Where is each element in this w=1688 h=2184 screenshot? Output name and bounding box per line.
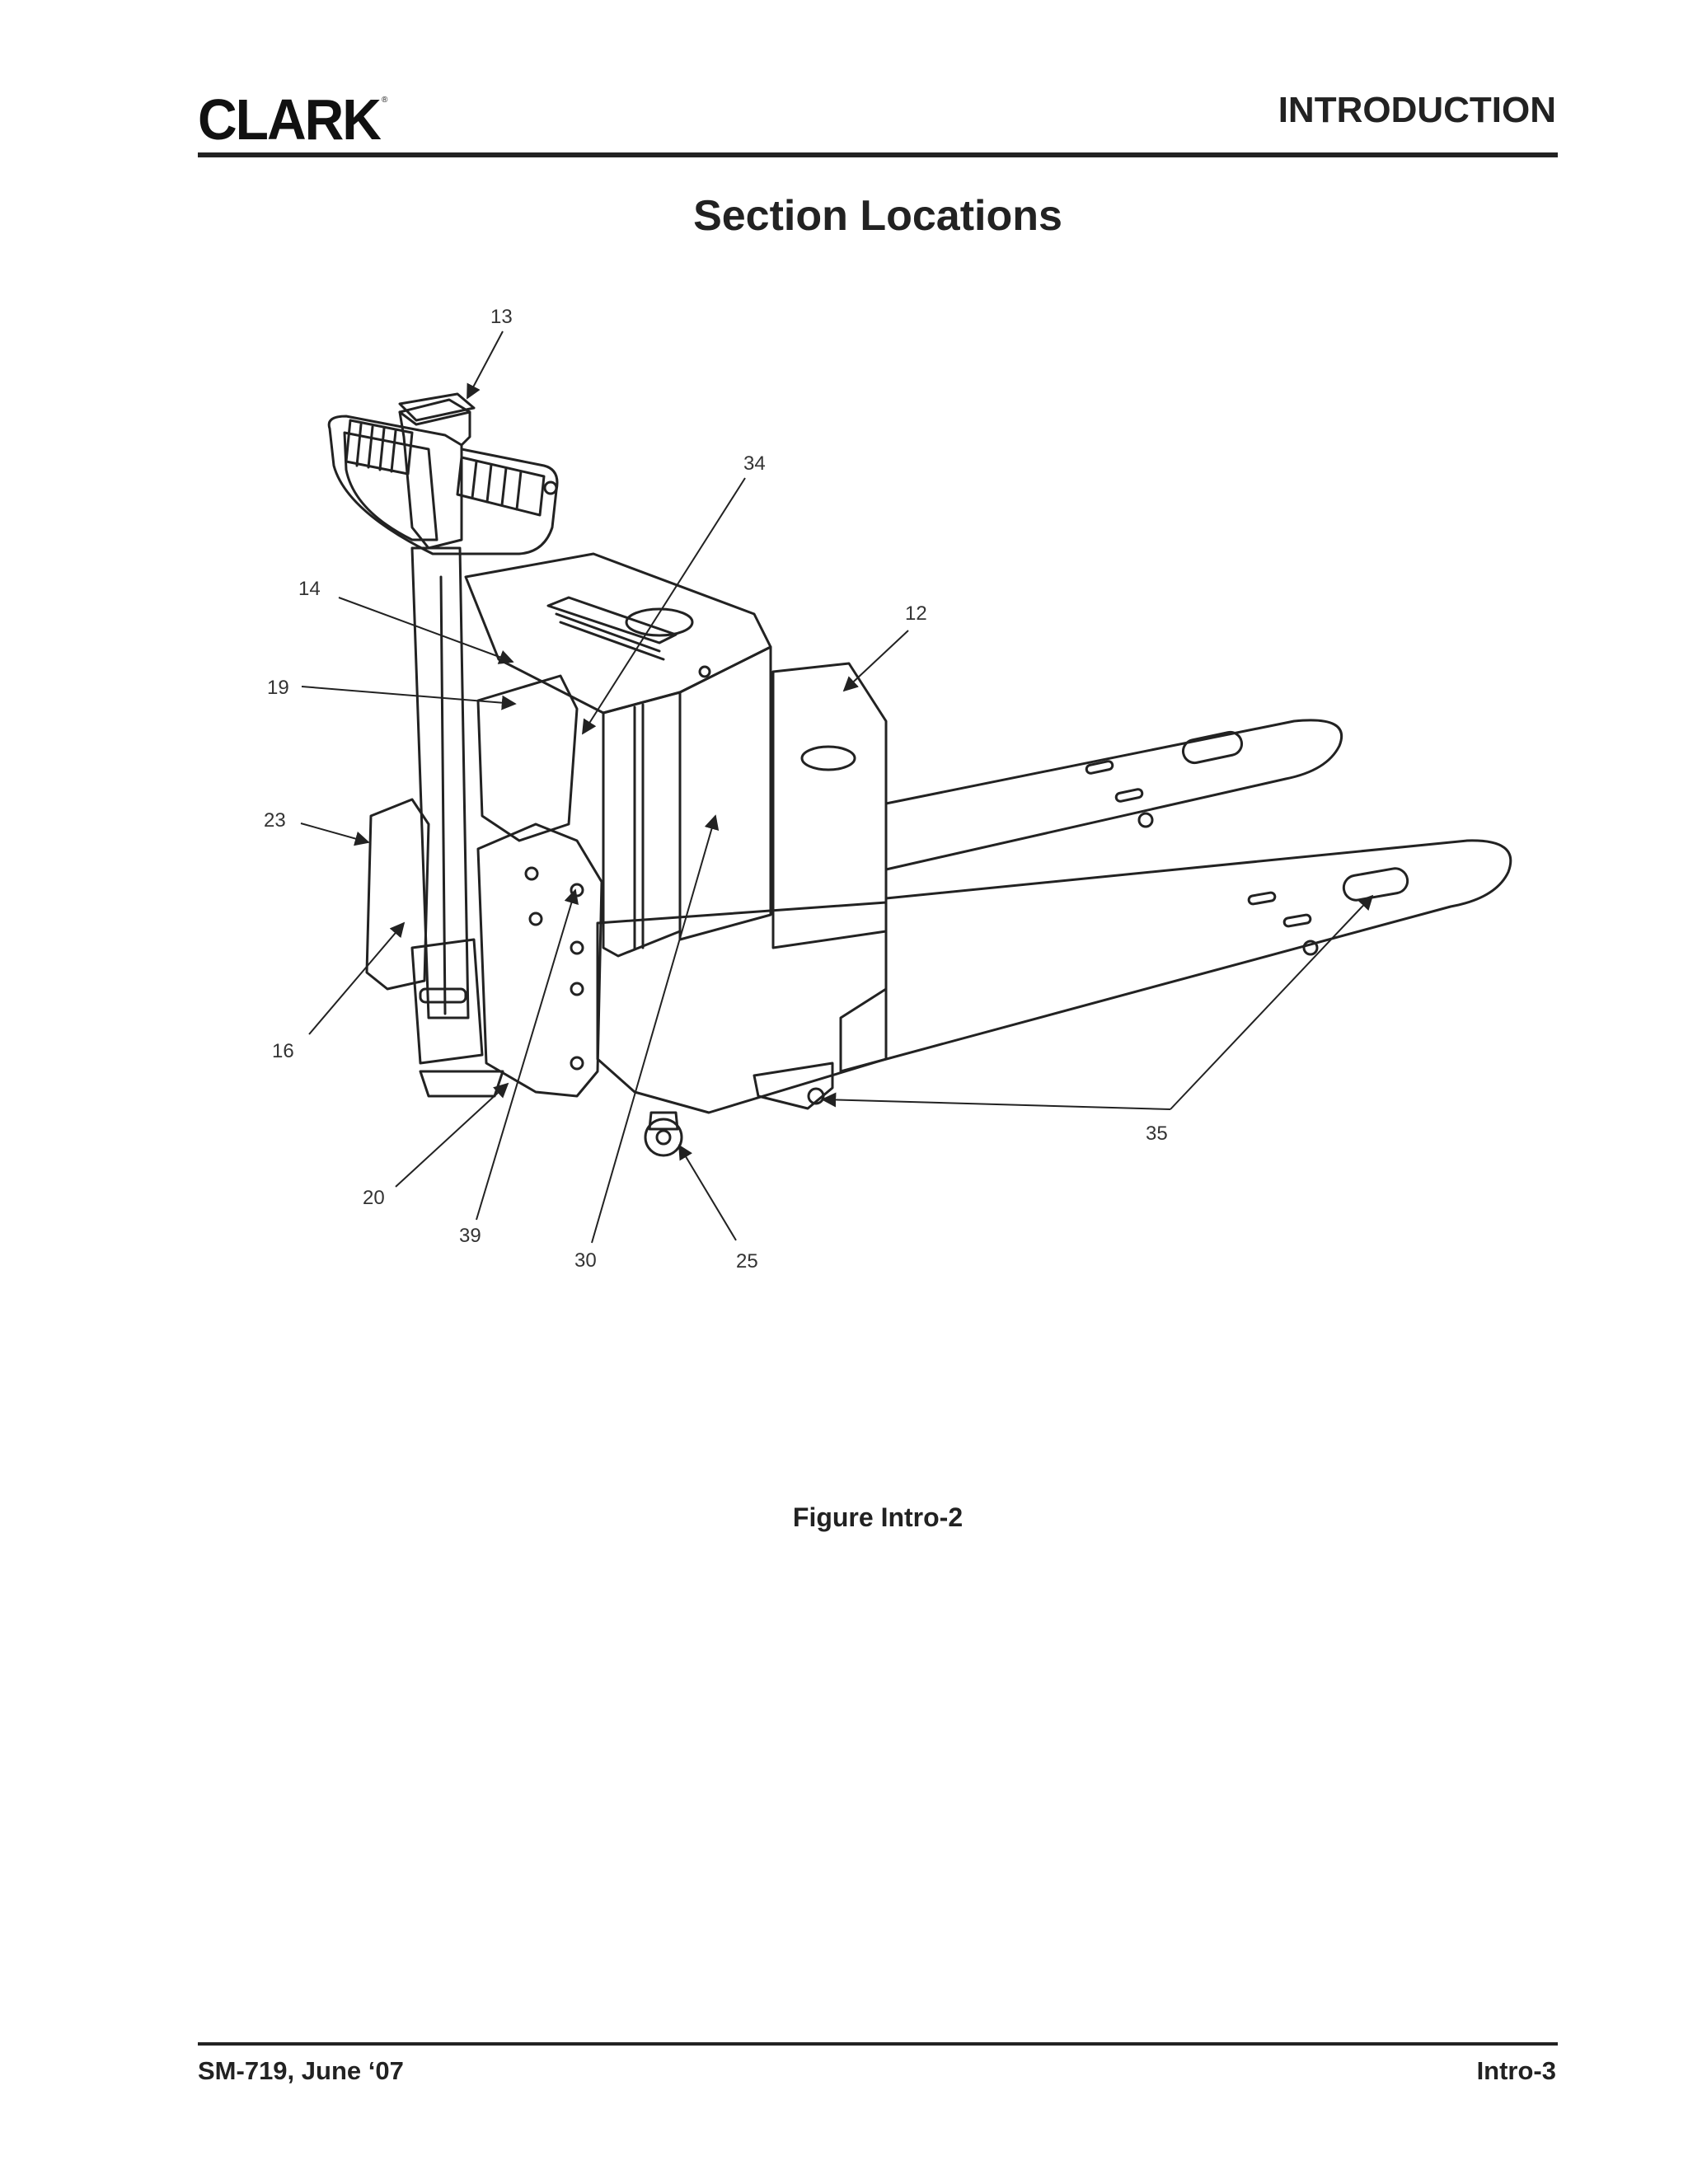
callout-30: 30 xyxy=(574,1249,597,1272)
page-number: Intro-3 xyxy=(1476,2056,1556,2085)
callout-20: 20 xyxy=(363,1187,385,1209)
right-grip xyxy=(456,456,546,517)
lower-skirt xyxy=(596,901,888,1114)
tiller-arm xyxy=(410,546,470,1019)
leader-23 xyxy=(300,823,370,846)
header-rule xyxy=(198,152,1558,157)
rear-fork-hole-a xyxy=(1085,760,1114,775)
leader-16 xyxy=(308,921,406,1035)
tiller-base xyxy=(410,938,484,1065)
callout-19: 19 xyxy=(267,677,289,699)
leader-13 xyxy=(467,330,504,400)
front-fork-hole-b xyxy=(1282,913,1312,928)
front-fork-slot xyxy=(1342,867,1409,902)
drive-housing xyxy=(476,823,603,1098)
control-head xyxy=(398,398,471,550)
rear-fork-hole-b xyxy=(1114,788,1144,803)
base-pin xyxy=(419,987,467,1004)
motor-cover xyxy=(476,674,579,842)
rear-fork-bolt xyxy=(1137,812,1154,828)
main-body-side xyxy=(678,645,772,941)
section-title: INTRODUCTION xyxy=(1278,90,1556,130)
control-top xyxy=(398,392,476,422)
callout-35: 35 xyxy=(1146,1122,1168,1145)
foot-plate xyxy=(419,1070,504,1098)
truck-drawing xyxy=(327,392,1512,1157)
callout-34: 34 xyxy=(743,452,766,475)
deck-pad xyxy=(625,607,694,637)
figure-caption: Figure Intro-2 xyxy=(792,1502,964,1532)
callout-labels: 13 34 14 12 19 23 16 35 20 39 30 25 xyxy=(264,306,1168,1272)
footer-rule xyxy=(198,2042,1558,2046)
callout-12: 12 xyxy=(905,602,927,625)
castor-wheel xyxy=(644,1118,683,1157)
leader-19 xyxy=(301,686,517,710)
front-fork-hole-a xyxy=(1247,891,1277,906)
leader-39 xyxy=(476,888,579,1221)
logo-text: CLARK xyxy=(198,87,382,152)
rear-fork-slot xyxy=(1181,730,1244,765)
leader-35b xyxy=(1170,894,1374,1110)
callout-16: 16 xyxy=(272,1040,294,1062)
logo-registered-mark: ® xyxy=(381,95,388,105)
leader-35a xyxy=(821,1092,1171,1110)
front-fork-bolt xyxy=(1302,940,1319,956)
top-deck xyxy=(464,552,772,715)
leader-34 xyxy=(582,477,746,735)
battery-handle xyxy=(800,745,856,771)
document-id: SM-719, June ‘07 xyxy=(198,2056,404,2085)
leader-20 xyxy=(395,1082,509,1188)
leader-12 xyxy=(842,630,909,692)
handle-frame xyxy=(327,415,559,555)
rear-fork xyxy=(884,719,1343,871)
callout-25: 25 xyxy=(736,1250,758,1272)
leader-lines xyxy=(300,330,1374,1244)
callout-39: 39 xyxy=(459,1225,481,1247)
callout-14: 14 xyxy=(298,578,321,600)
callout-23: 23 xyxy=(264,809,286,832)
leader-30 xyxy=(591,814,720,1244)
front-fork xyxy=(839,839,1512,1073)
leader-14 xyxy=(338,597,514,664)
battery-box xyxy=(771,662,888,949)
leader-25 xyxy=(678,1144,737,1241)
rear-guard xyxy=(365,798,430,991)
clark-logo: CLARK® xyxy=(198,91,388,148)
load-wheel-bracket xyxy=(753,1062,834,1110)
callout-13: 13 xyxy=(490,306,513,328)
page-title: Section Locations xyxy=(693,192,1062,240)
